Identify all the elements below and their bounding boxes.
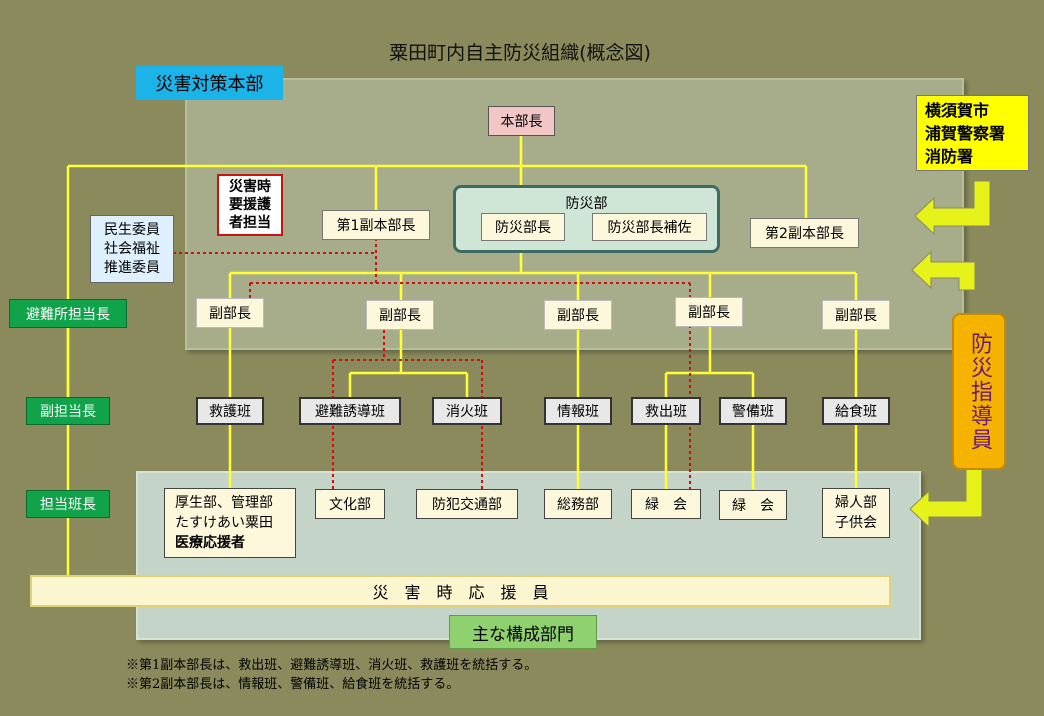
deputy-head-label: 副担当長 <box>40 404 96 420</box>
vice-chief-2-label: 第2副本部長 <box>765 226 844 242</box>
unit-1-line1: 厚生部、管理部 <box>175 495 273 511</box>
team-head-box: 担当班長 <box>26 490 110 518</box>
unit-3-label: 防犯交通部 <box>432 497 502 513</box>
deputy-head-box: 副担当長 <box>26 397 110 425</box>
bousai-chief-label: 防災部長 <box>495 220 551 236</box>
chief-label: 本部長 <box>500 114 543 130</box>
unit-box-1: 厚生部、管理部 たすけあい粟田 医療応援者 <box>164 488 296 558</box>
note-1: ※第1副本部長は、救出班、避難誘導班、消火班、救護班を統括する。 <box>126 658 538 673</box>
external-line3: 消防署 <box>925 146 974 166</box>
team-label-3: 消火班 <box>446 404 488 420</box>
unit-box-5: 緑 会 <box>631 489 701 519</box>
support-tag: 災害時 要援護 者担当 <box>217 174 283 236</box>
team-head-label: 担当班長 <box>40 497 96 513</box>
instructor-box: 防災指導員 <box>952 313 1006 470</box>
unit-7-line1: 婦人部 <box>835 495 877 511</box>
unit-box-4: 総務部 <box>544 489 612 519</box>
deputy-box-1: 副部長 <box>196 298 264 328</box>
unit-box-7: 婦人部 子供会 <box>822 488 890 538</box>
team-box-1: 救護班 <box>196 397 264 425</box>
unit-6-label: 緑 会 <box>732 498 774 514</box>
unit-box-6: 緑 会 <box>719 490 787 520</box>
vice-chief-1-label: 第1副本部長 <box>336 218 416 234</box>
unit-7-line2: 子供会 <box>835 515 877 531</box>
unit-2-label: 文化部 <box>329 497 371 513</box>
bousai-assist-box: 防災部長補佐 <box>592 213 707 241</box>
diagram-title: 粟田町内自主防災組織(概念図) <box>389 42 651 64</box>
team-box-3: 消火班 <box>432 397 502 425</box>
deputy-label-5: 副部長 <box>835 308 877 324</box>
support-tag-line2: 要援護 <box>229 197 271 213</box>
team-box-6: 警備班 <box>719 397 787 425</box>
shelter-head-box: 避難所担当長 <box>9 299 127 328</box>
deputy-box-2: 副部長 <box>366 300 434 330</box>
welfare-line1: 民生委員 <box>104 221 160 238</box>
welfare-line3: 推進委員 <box>104 259 160 276</box>
team-label-4: 情報班 <box>557 404 599 420</box>
unit-box-2: 文化部 <box>315 489 385 519</box>
deputy-label-3: 副部長 <box>557 308 599 324</box>
vice-chief-1-box: 第1副本部長 <box>322 210 430 240</box>
deputy-label-4: 副部長 <box>688 305 730 321</box>
responders-bar: 災 害 時 応 援 員 <box>30 575 891 607</box>
notes: ※第1副本部長は、救出班、避難誘導班、消火班、救護班を統括する。 ※第2副本部長… <box>126 656 537 694</box>
support-tag-line1: 災害時 <box>229 179 271 195</box>
team-label-2: 避難誘導班 <box>315 404 385 420</box>
external-agencies-box: 横須賀市 浦賀警察署 消防署 <box>916 95 1029 171</box>
hq-label: 災害対策本部 <box>136 66 283 100</box>
main-units-label: 主な構成部門 <box>449 615 597 649</box>
team-label-5: 救出班 <box>645 404 687 420</box>
unit-5-label: 緑 会 <box>645 497 687 513</box>
support-tag-line3: 者担当 <box>229 215 271 231</box>
instructor-label: 防災指導員 <box>967 331 992 452</box>
unit-1-line3: 医療応援者 <box>175 535 245 551</box>
external-line2: 浦賀警察署 <box>925 123 1006 143</box>
team-label-1: 救護班 <box>209 404 251 420</box>
deputy-box-5: 副部長 <box>822 300 890 330</box>
team-label-7: 給食班 <box>835 404 877 420</box>
note-2: ※第2副本部長は、情報班、警備班、給食班を統括する。 <box>126 677 460 692</box>
deputy-label-2: 副部長 <box>379 308 421 324</box>
unit-box-3: 防犯交通部 <box>416 489 518 519</box>
team-box-5: 救出班 <box>631 397 701 425</box>
welfare-line2: 社会福祉 <box>104 240 160 257</box>
unit-1-line2: たすけあい粟田 <box>175 515 273 531</box>
bousai-group-label: 防災部 <box>565 196 608 212</box>
shelter-head-label: 避難所担当長 <box>26 306 110 323</box>
team-box-2: 避難誘導班 <box>299 397 401 425</box>
deputy-box-4: 副部長 <box>675 297 743 327</box>
unit-4-label: 総務部 <box>557 497 599 513</box>
responders-label: 災 害 時 応 援 員 <box>372 583 549 602</box>
bousai-assist-label: 防災部長補佐 <box>607 220 692 236</box>
vice-chief-2-box: 第2副本部長 <box>750 218 859 248</box>
team-label-6: 警備班 <box>732 404 774 420</box>
external-line1: 横須賀市 <box>925 100 990 120</box>
chief-box: 本部長 <box>488 106 555 136</box>
deputy-box-3: 副部長 <box>544 300 612 330</box>
deputy-label-1: 副部長 <box>209 306 251 322</box>
welfare-box: 民生委員 社会福祉 推進委員 <box>90 215 174 283</box>
bousai-chief-box: 防災部長 <box>481 213 565 241</box>
team-box-4: 情報班 <box>544 397 612 425</box>
team-box-7: 給食班 <box>822 397 890 425</box>
